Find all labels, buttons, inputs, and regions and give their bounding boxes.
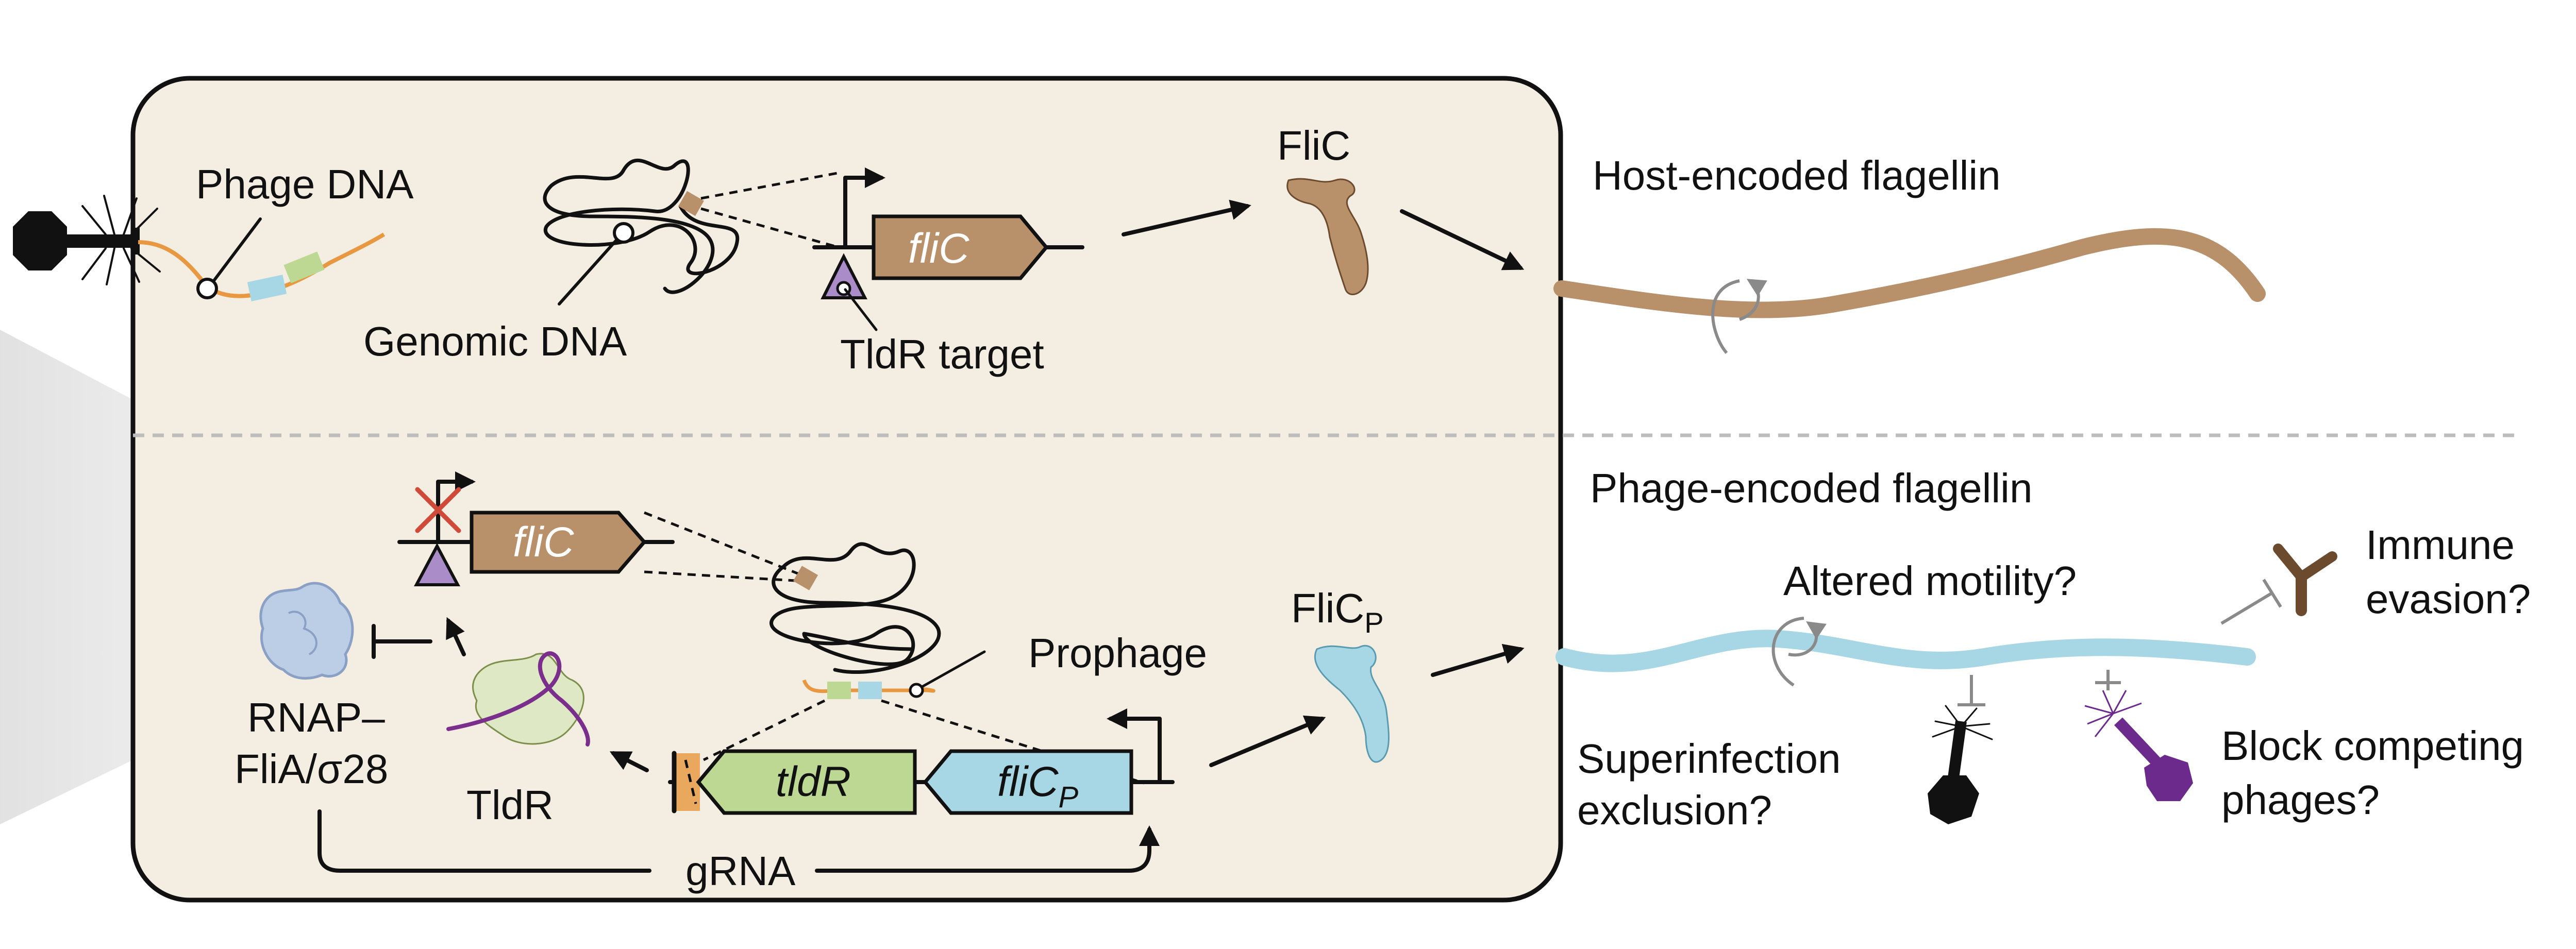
rnap-complex	[259, 582, 354, 680]
phage-dna-pointer	[196, 278, 218, 299]
tldr-gene	[696, 749, 917, 815]
genomic-dna-coil	[543, 158, 740, 294]
block-competing-line2: phages?	[2221, 777, 2380, 823]
phage-dna-cassette-green	[283, 251, 325, 283]
genomic-dna-pointer	[613, 222, 634, 244]
rotation-arrow-icon	[1711, 279, 1740, 354]
antibody-icon	[2273, 544, 2337, 616]
host-flagellin-title: Host-encoded flagellin	[1593, 152, 2001, 198]
rnap-label-line1: RNAP–	[247, 694, 385, 740]
flicp-protein	[1314, 645, 1390, 763]
host-flagellum	[1553, 228, 2266, 318]
flic-protein	[1286, 178, 1369, 295]
prophage-cassette-green	[827, 682, 851, 699]
prophage-label: Prophage	[1028, 630, 1207, 676]
grna-arrow-left	[317, 809, 651, 873]
pam-marker	[675, 753, 700, 811]
tldr-protein-label: TldR	[466, 782, 554, 828]
blocked-cross-icon	[415, 487, 461, 533]
flic-gene-top-label: fliC	[908, 225, 969, 272]
immune-evasion-line2: evasion?	[2366, 576, 2531, 622]
altered-motility-label: Altered motility?	[1783, 558, 2077, 604]
phage-icon	[13, 195, 161, 285]
genomic-dna-label: Genomic DNA	[363, 318, 627, 364]
block-competing-line1: Block competing	[2221, 723, 2524, 769]
phage-flagellin-title: Phage-encoded flagellin	[1590, 465, 2032, 511]
tldr-target-site-bound	[414, 543, 460, 586]
flic-gene-bottom	[470, 511, 647, 574]
tldr-target-label: TldR target	[840, 331, 1044, 377]
competing-phage-icon	[2084, 690, 2193, 801]
flic-protein-label: FliC	[1277, 123, 1350, 168]
superinfection-line2: exclusion?	[1577, 787, 1772, 833]
flicp-protein-label: FliCP	[1291, 585, 1384, 639]
guide-rna-strand	[446, 651, 590, 747]
prophage-cassette-blue	[858, 682, 882, 699]
immune-evasion-line1: Immune	[2366, 522, 2515, 568]
superinfection-line1: Superinfection	[1577, 736, 1841, 782]
grna-label: gRNA	[685, 848, 796, 894]
grna-arrow-right	[815, 825, 1160, 873]
phage-dna-label: Phage DNA	[196, 161, 414, 207]
genomic-locus-marker-bottom	[793, 566, 818, 590]
flic-gene-bottom-label: fliC	[513, 519, 574, 566]
genomic-dna-coil-bottom	[770, 542, 941, 674]
phage-flagellum	[1555, 630, 2256, 672]
phage-dna-cassette-blue	[247, 275, 287, 301]
rnap-label-line2: FliA/σ28	[235, 746, 388, 792]
tldr-target-site	[821, 253, 867, 299]
flicp-gene	[923, 749, 1133, 815]
flicp-gene-label: fliCP	[997, 758, 1078, 814]
tldr-gene-label: tldR	[776, 758, 851, 805]
flic-gene-top	[872, 214, 1049, 280]
superinfecting-phage-icon	[1928, 705, 1993, 824]
promoter-arrow-icon	[843, 167, 885, 249]
genomic-locus-marker	[678, 191, 704, 216]
